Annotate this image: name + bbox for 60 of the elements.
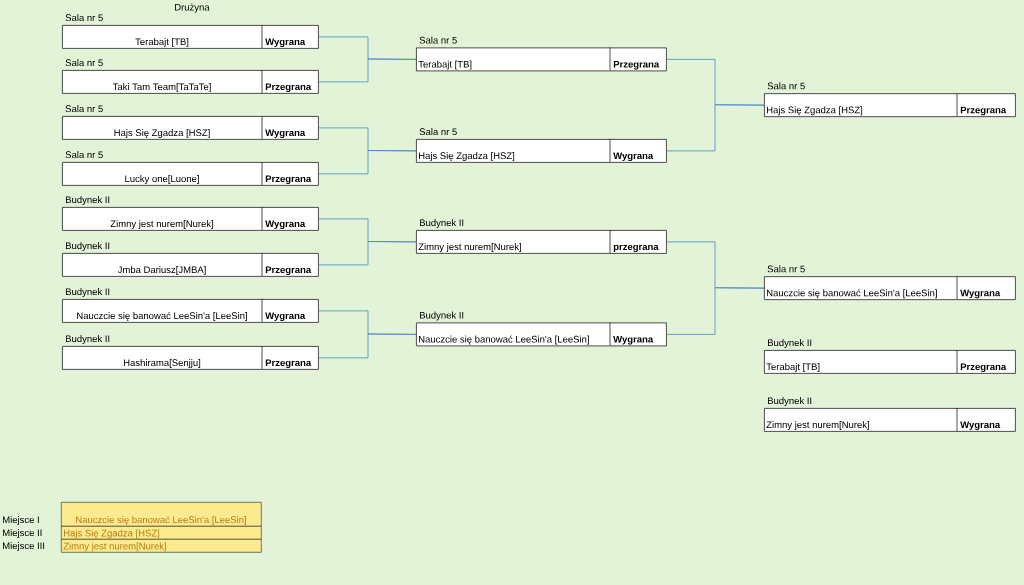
bracket-line (666, 104, 765, 152)
place-label: Miejsce III (3, 542, 45, 551)
placement-cell: Nauczcie się banować LeeSin'a [LeeSin] (61, 502, 262, 527)
result-cell: Wygrana (609, 322, 654, 346)
team-name: Hajs Się Zgadza [HSZ] (419, 152, 515, 161)
team-name: Zimny jest nurem[Nurek] (766, 421, 869, 430)
team-name: Zimny jest nurem[Nurek] (110, 220, 214, 229)
venue-label: Sala nr 5 (419, 36, 457, 44)
team-name: Hashirama[Senjju] (124, 359, 201, 368)
result-cell: Przegrana (261, 345, 312, 370)
bracket-line (666, 287, 765, 335)
bracket-line (318, 150, 417, 175)
venue-label: Budynek II (66, 288, 110, 297)
bracket-line (318, 241, 417, 266)
result-cell: przegrana (609, 229, 659, 254)
team-name: Nauczcie się banować LeeSin'a [LeeSin] (767, 289, 937, 299)
venue-label: Sala nr 5 (65, 14, 103, 22)
result-cell: Przegrana (609, 47, 660, 71)
team-name: Terabajt [TB] (766, 363, 820, 372)
result-cell: Wygrana (261, 206, 306, 231)
venue-label: Budynek II (768, 339, 812, 348)
team-name: Nauczcie się banować LeeSin'a [LeeSin] (77, 312, 247, 321)
venue-label: Budynek II (66, 196, 110, 205)
team-name: Lucky one[Luone] (125, 175, 199, 184)
place-label: Miejsce II (3, 529, 42, 538)
bracket-line (318, 333, 417, 359)
team-name: Hajs Się Zgadza [HSZ] (114, 129, 210, 138)
placement-cell: Hajs Się Zgadza [HSZ] (61, 526, 262, 540)
result-cell: Przegrana (956, 92, 1007, 117)
result-cell: Wygrana (261, 24, 306, 49)
result-cell: Wygrana (261, 298, 306, 323)
venue-label: Budynek II (768, 397, 812, 406)
result-cell: Wygrana (609, 138, 654, 163)
team-name: Hajs Się Zgadza [HSZ] (767, 106, 863, 116)
venue-label: Sala nr 5 (767, 265, 805, 273)
result-cell: Przegrana (261, 69, 312, 94)
team-name: Zimny jest nurem[Nurek] (418, 243, 521, 252)
result-cell: Wygrana (956, 407, 1001, 432)
team-name: Nauczcie się banować LeeSin'a [LeeSin] (419, 335, 589, 345)
venue-label: Sala nr 5 (767, 82, 805, 90)
result-cell: Przegrana (261, 252, 312, 277)
team-name: Terabajt [TB] (418, 60, 472, 70)
result-cell: Wygrana (956, 275, 1001, 300)
venue-label: Budynek II (66, 335, 110, 344)
team-name: Jmba Dariusz[JMBA] (117, 266, 206, 275)
place-label: Miejsce I (3, 516, 39, 525)
team-name: Terabajt [TB] (135, 38, 189, 47)
venue-label: Sala nr 5 (65, 105, 103, 113)
venue-label: Budynek II (66, 242, 110, 251)
venue-label: Budynek II (420, 311, 464, 321)
result-cell: Przegrana (956, 349, 1007, 374)
placement-cell: Zimny jest nurem[Nurek] (61, 539, 262, 553)
team-name: Taki Tam Team[TaTaTe] (112, 83, 211, 92)
result-cell: Wygrana (261, 115, 306, 140)
venue-label: Sala nr 5 (65, 59, 103, 67)
bracket-line (318, 58, 417, 83)
venue-label: Sala nr 5 (65, 151, 103, 159)
result-cell: Przegrana (261, 161, 312, 186)
venue-label: Budynek II (420, 219, 464, 228)
venue-label: Sala nr 5 (419, 128, 457, 136)
